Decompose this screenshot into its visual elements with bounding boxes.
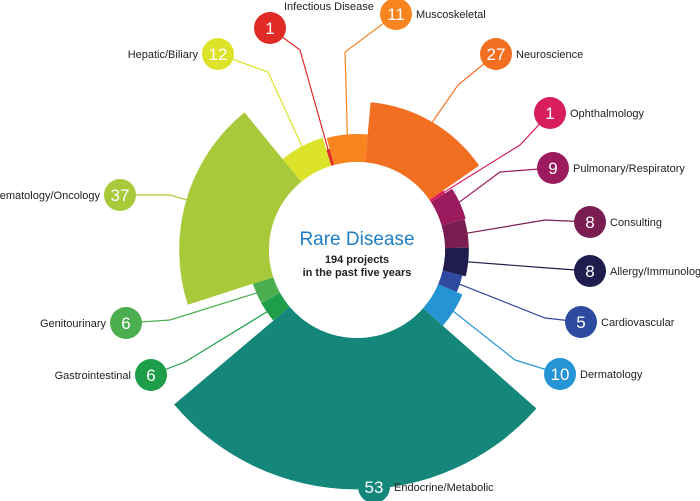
value-label: 8 [585,262,594,281]
category-label: Ophthalmology [570,108,644,120]
subtitle-line-1: 194 projects [324,254,390,266]
wedge-cardiovascular [438,270,463,293]
value-label: 6 [121,314,130,333]
value-bubble [534,97,566,129]
leader-line [344,13,397,141]
value-bubble [380,0,412,30]
wedge-neuroscience [365,102,480,200]
wedge-pulmonary-respiratory [430,188,466,226]
value-label: 12 [209,45,228,64]
category-label: Consulting [610,217,662,229]
category-label: Cardiovascular [601,317,675,329]
value-label: 1 [265,19,274,38]
value-bubble [202,38,234,70]
leader-line [454,281,582,323]
chart-subtitle: 194 projects in the past five years [257,254,457,280]
value-label: 10 [551,365,570,384]
category-label: Genitourinary [40,318,107,330]
subtitle-line-2: in the past five years [302,267,412,279]
wedge-hepatic-biliary [282,137,332,182]
value-label: 37 [111,186,130,205]
category-label: Hepatic/Biliary [128,49,199,61]
wedge-dermatology [422,284,463,326]
leader-line [462,260,591,272]
leader-line [217,53,305,152]
category-label: Gastrointestinal [55,370,131,382]
value-label: 27 [487,45,506,64]
value-label: 9 [548,159,557,178]
leader-line [461,219,591,235]
value-label: 6 [146,366,155,385]
leader-line [454,167,554,207]
wedge-endocrine-metabolic [174,306,537,490]
chart-title: Rare Disease [299,229,415,250]
value-bubble [574,206,606,238]
wedge-genitourinary [252,277,281,304]
category-label: Muscoskeletal [416,9,486,21]
value-bubble [110,307,142,339]
wedge-gastrointestinal [261,292,290,321]
leader-line [428,53,497,128]
value-bubble [358,471,390,501]
value-bubble [254,12,286,44]
leader-line [269,27,331,156]
wedge-allergy-immunology [442,247,469,277]
wedge-hematology-oncology [179,112,302,305]
value-bubble [565,306,597,338]
category-label: Infectious Disease [284,1,374,13]
value-label: 8 [585,213,594,232]
value-label: 1 [545,104,554,123]
value-bubble [574,255,606,287]
value-label: 53 [365,478,384,497]
category-label: Pulmonary/Respiratory [573,163,685,175]
category-label: Dermatology [580,369,643,381]
value-bubble [544,358,576,390]
value-bubble [104,179,136,211]
value-bubble [537,152,569,184]
leader-line [120,194,193,203]
category-label: Allergy/Immunology [610,266,700,278]
center-circle [269,162,445,338]
value-label: 5 [576,313,585,332]
category-label: Endocrine/Metabolic [394,482,494,494]
value-bubble [480,38,512,70]
wedge-consulting [441,219,469,249]
category-label: Hematology/Oncology [0,190,100,202]
category-label: Neuroscience [516,49,583,61]
value-bubble [135,359,167,391]
wedge-infectious-disease [326,148,335,166]
value-label: 11 [387,5,405,24]
wedge-muscoskeletal [326,134,368,166]
